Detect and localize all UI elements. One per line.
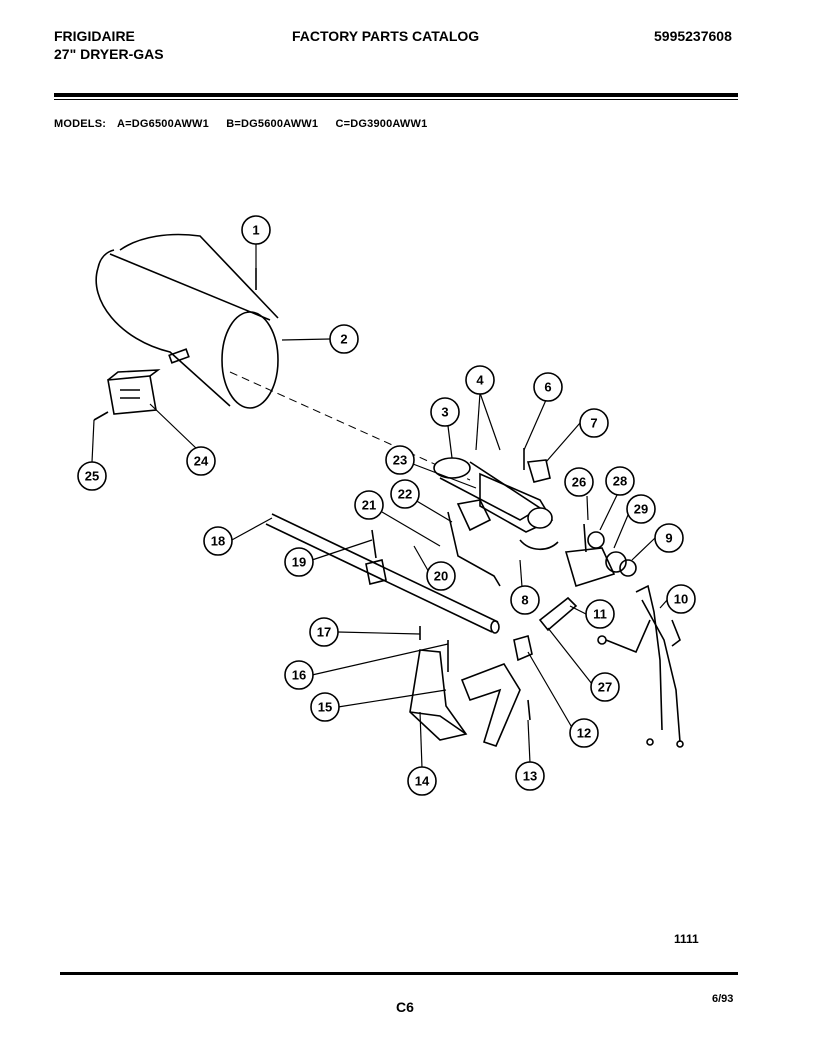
catalog-number: 5995237608 (654, 28, 732, 44)
callout-number: 13 (523, 769, 537, 784)
callout-11: 11 (585, 599, 615, 629)
callout-number: 12 (577, 726, 591, 741)
callout-25: 25 (77, 461, 107, 491)
callout-9: 9 (654, 523, 684, 553)
models-label: MODELS: (54, 118, 107, 130)
callout-26: 26 (564, 467, 594, 497)
callout-number: 10 (674, 592, 688, 607)
callout-number: 7 (590, 416, 597, 431)
callout-24: 24 (186, 446, 216, 476)
callout-number: 11 (593, 607, 607, 622)
sensor-bracket-drawing (93, 369, 161, 421)
callout-17: 17 (309, 617, 339, 647)
igniter-drawing (447, 511, 501, 587)
callout-number: 6 (544, 380, 551, 395)
callout-number: 14 (415, 774, 430, 789)
callout-23: 23 (385, 445, 415, 475)
callout-14: 14 (407, 766, 437, 796)
callout-27: 27 (590, 672, 620, 702)
callout-8: 8 (510, 585, 540, 615)
model-c: C=DG3900AWW1 (335, 118, 428, 130)
callout-number: 26 (572, 475, 586, 490)
header-rule-thick (54, 93, 738, 97)
footer-rule (60, 972, 738, 975)
callout-15: 15 (310, 692, 340, 722)
header-rule-thin (54, 99, 738, 100)
callout-number: 23 (393, 453, 407, 468)
callout-28: 28 (605, 466, 635, 496)
leader-lines (91, 244, 669, 769)
callout-6: 6 (533, 372, 563, 402)
callout-2: 2 (329, 324, 359, 354)
callout-number: 1 (252, 223, 259, 238)
callout-21: 21 (354, 490, 384, 520)
product-description: 27" DRYER-GAS (54, 46, 164, 62)
callout-number: 18 (211, 534, 225, 549)
callout-number: 20 (434, 569, 448, 584)
callout-number: 16 (292, 668, 306, 683)
callout-3: 3 (430, 397, 460, 427)
callout-12: 12 (569, 718, 599, 748)
catalog-date: 6/93 (712, 993, 734, 1005)
callout-20: 20 (426, 561, 456, 591)
callout-number: 19 (292, 555, 306, 570)
callout-number: 27 (598, 680, 612, 695)
callout-number: 3 (441, 405, 448, 420)
callout-29: 29 (626, 494, 656, 524)
wiring-harness-drawing (597, 584, 684, 748)
callout-4: 4 (465, 365, 495, 395)
callout-10: 10 (666, 584, 696, 614)
callout-19: 19 (284, 547, 314, 577)
model-b: B=DG5600AWW1 (226, 118, 319, 130)
diagram-linework (91, 233, 684, 769)
callout-number: 22 (398, 487, 412, 502)
tube-drawing (265, 513, 500, 634)
callout-number: 28 (613, 474, 627, 489)
brand-name: FRIGIDAIRE (54, 28, 135, 44)
callout-22: 22 (390, 479, 420, 509)
callout-number: 17 (317, 625, 331, 640)
callout-number: 9 (665, 531, 672, 546)
callout-7: 7 (579, 408, 609, 438)
callout-number: 2 (340, 332, 347, 347)
diagram-reference: 1111 (674, 932, 699, 946)
callout-number: 25 (85, 469, 99, 484)
model-a: A=DG6500AWW1 (116, 118, 209, 130)
callout-number: 21 (362, 498, 376, 513)
callout-number: 15 (318, 700, 332, 715)
callout-number: 8 (521, 593, 528, 608)
drum-drawing (95, 233, 279, 409)
gas-valve-drawing (564, 523, 637, 588)
callout-number: 4 (476, 373, 484, 388)
page-number: C6 (396, 999, 414, 1015)
callout-18: 18 (203, 526, 233, 556)
callout-number: 29 (634, 502, 648, 517)
callout-1: 1 (241, 215, 271, 245)
models-line: MODELS: A=DG6500AWW1 B=DG5600AWW1 C=DG39… (54, 119, 441, 130)
callout-13: 13 (515, 761, 545, 791)
mounting-brackets-drawing (409, 626, 531, 747)
callout-number: 24 (194, 454, 209, 469)
catalog-title: FACTORY PARTS CATALOG (292, 28, 480, 44)
callout-16: 16 (284, 660, 314, 690)
